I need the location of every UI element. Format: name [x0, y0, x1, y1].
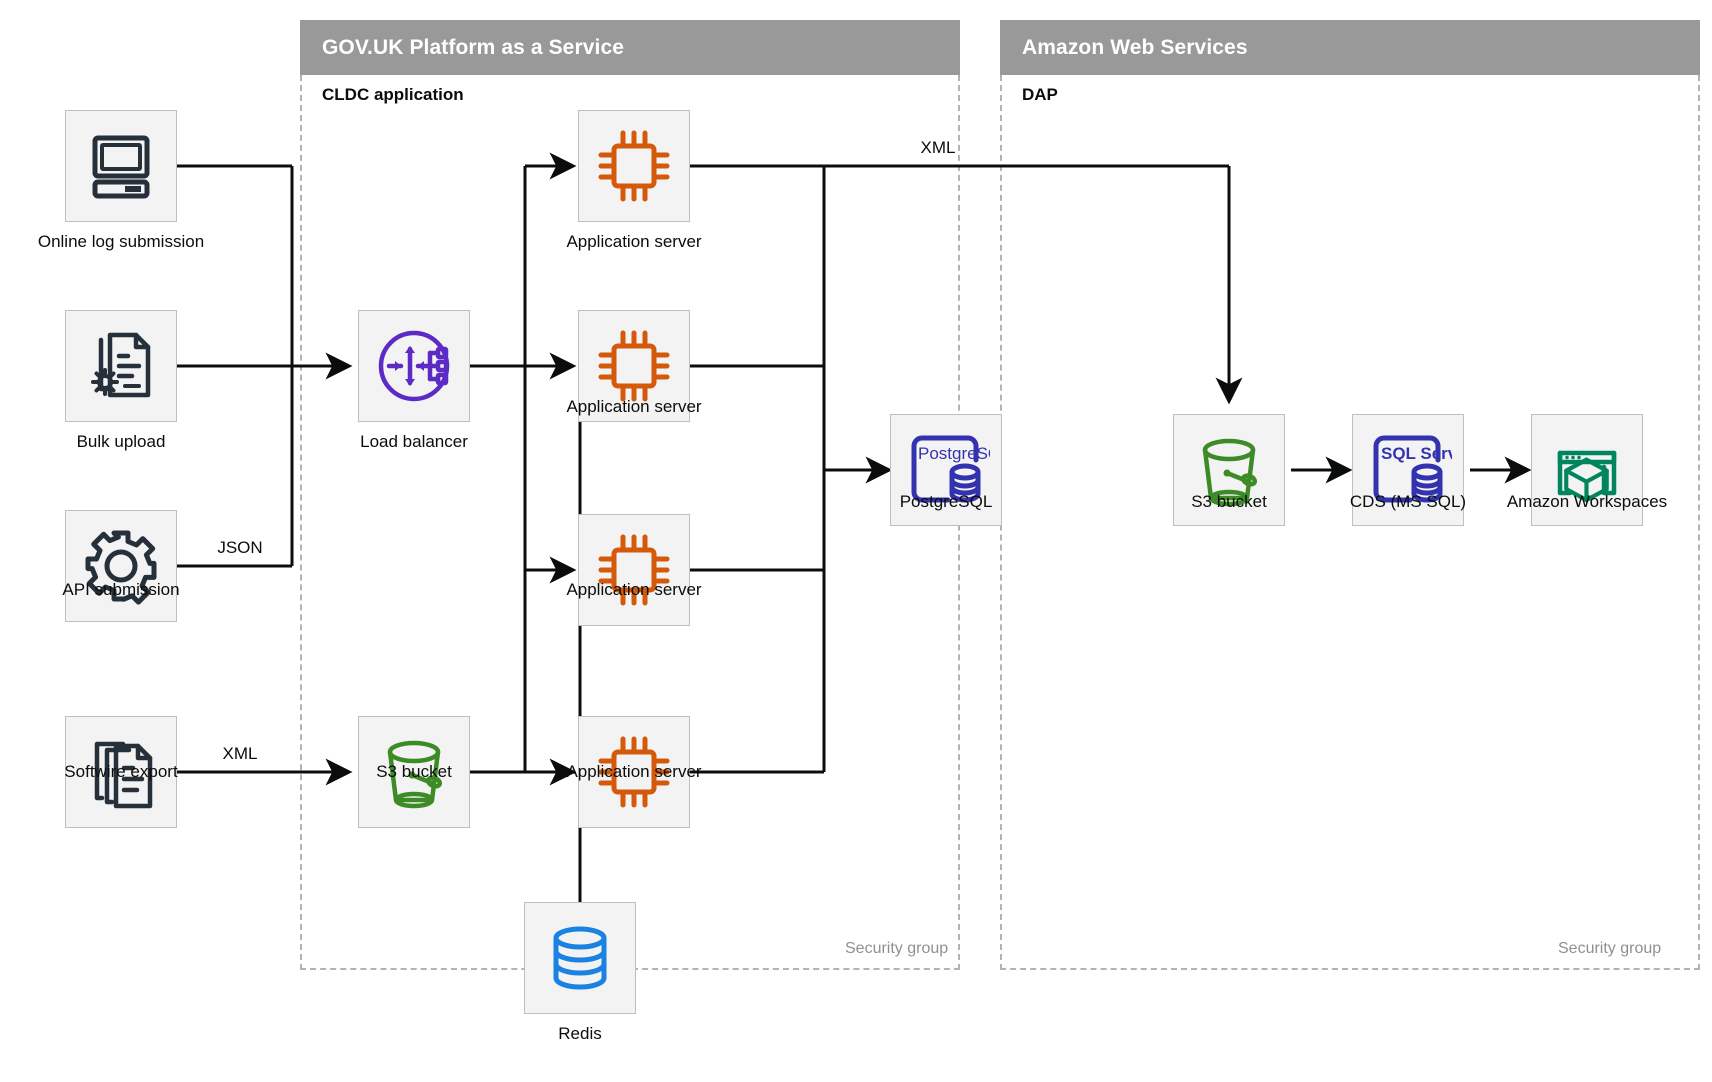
node-redis[interactable]: [524, 902, 636, 1014]
node-softwire-export[interactable]: [65, 716, 177, 828]
node-label-api-submission: API submission: [62, 580, 180, 599]
group-header-aws-label: Amazon Web Services: [1022, 35, 1248, 59]
node-app-server-3[interactable]: [578, 514, 690, 626]
bucket-icon: [1187, 428, 1271, 512]
node-load-balancer[interactable]: [358, 310, 470, 422]
sql-server-icon: SQL Server: [1364, 426, 1452, 514]
documents-gear-icon: [81, 326, 161, 406]
group-foot-label-aws: Security group: [1558, 940, 1662, 957]
node-amazon-workspaces[interactable]: [1531, 414, 1643, 526]
node-api-submission[interactable]: [65, 510, 177, 622]
node-label-app-server-3: Application server: [566, 580, 702, 599]
cpu-chip-icon: [593, 325, 675, 407]
group-header-paas-label: GOV.UK Platform as a Service: [322, 35, 624, 59]
node-label-postgresql: PostgreSQL: [899, 492, 993, 511]
desktop-computer-icon: [81, 126, 161, 206]
node-dap-s3-bucket[interactable]: [1173, 414, 1285, 526]
cpu-chip-icon: [593, 529, 675, 611]
node-label-paas-s3-bucket: S3 bucket: [376, 762, 452, 781]
group-header-aws: Amazon Web Services: [1000, 20, 1700, 75]
group-foot-label-paas: Security group: [845, 940, 949, 957]
node-label-redis: Redis: [558, 1024, 602, 1043]
edge-label-appserver-dap-xml: XML: [920, 138, 956, 157]
node-label-app-server-2: Application server: [566, 397, 702, 416]
node-cds-ms-sql[interactable]: SQL Server: [1352, 414, 1464, 526]
sql-server-icon-text: SQL Server: [1381, 444, 1452, 463]
edge-label-json: JSON: [217, 538, 263, 557]
group-sub-label-cldc: CLDC application: [322, 85, 464, 104]
bucket-icon: [372, 730, 456, 814]
group-sub-label-dap: DAP: [1022, 85, 1058, 104]
node-label-dap-s3-bucket: S3 bucket: [1191, 492, 1267, 511]
gear-icon: [80, 525, 162, 607]
node-online-log-submission[interactable]: [65, 110, 177, 222]
node-label-online-log-submission: Online log submission: [37, 232, 205, 251]
cpu-chip-icon: [593, 125, 675, 207]
workspaces-icon: [1546, 429, 1628, 511]
cpu-chip-icon: [593, 731, 675, 813]
node-bulk-upload[interactable]: [65, 310, 177, 422]
edge-label-softwire-xml: XML: [222, 744, 258, 763]
database-cylinder-icon: [545, 923, 615, 993]
node-app-server-1[interactable]: [578, 110, 690, 222]
group-header-paas: GOV.UK Platform as a Service: [300, 20, 960, 75]
node-paas-s3-bucket[interactable]: [358, 716, 470, 828]
node-label-cds-ms-sql: CDS (MS SQL): [1349, 492, 1467, 511]
postgresql-icon: PostgreSQL: [902, 426, 990, 514]
postgresql-icon-text: PostgreSQL: [918, 444, 990, 463]
documents-stack-icon: [81, 732, 161, 812]
node-label-softwire-export: Softwire export: [64, 762, 178, 781]
node-app-server-2[interactable]: [578, 310, 690, 422]
node-label-bulk-upload: Bulk upload: [76, 432, 166, 451]
node-label-app-server-1: Application server: [566, 232, 702, 251]
node-postgresql[interactable]: PostgreSQL: [890, 414, 1002, 526]
load-balancer-icon: [372, 324, 456, 408]
node-label-app-server-4: Application server: [566, 762, 702, 781]
node-label-amazon-workspaces: Amazon Workspaces: [1506, 492, 1668, 511]
node-label-load-balancer: Load balancer: [360, 432, 468, 451]
node-app-server-4[interactable]: [578, 716, 690, 828]
